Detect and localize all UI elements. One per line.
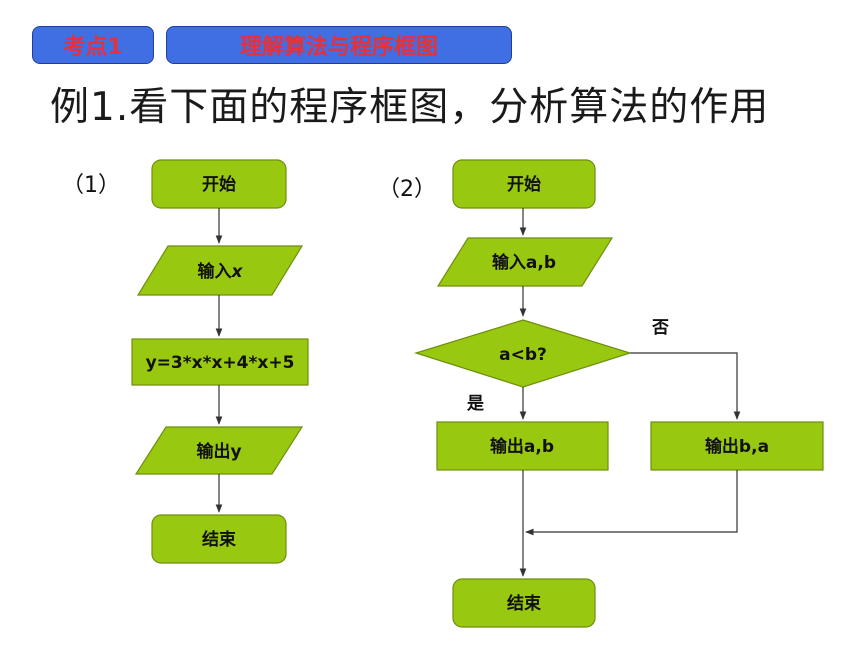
- flowchart-1-label: （1）: [62, 173, 120, 198]
- flow2-no-label: 否: [651, 318, 669, 338]
- flow2-edge-no: [630, 352, 741, 420]
- flow2-end-node: [452, 578, 596, 628]
- flow2-input-node: [436, 237, 614, 287]
- flow2-output-yes-node: [436, 421, 609, 471]
- flow1-input-prefix: 输入: [198, 261, 232, 282]
- flow1-process-node: [131, 338, 309, 386]
- flow2-yes-label: 是: [467, 394, 484, 414]
- flow2-start-node: [452, 159, 596, 209]
- flow2-end-label: 结束: [507, 593, 541, 614]
- topic-badge-title-label: 理解算法与程序框图: [239, 35, 438, 60]
- flow1-output-node: [134, 426, 304, 475]
- flow1-process-label: y=3*x*x+4*x+5: [146, 353, 295, 373]
- flow2-output-no-node: [650, 421, 824, 471]
- example-heading: 例1.看下面的程序框图，分析算法的作用: [50, 85, 770, 130]
- topic-badge-number-label: 考点1: [63, 35, 123, 60]
- flow1-input-label: 输入x: [198, 261, 244, 282]
- flow2-start-label: 开始: [507, 174, 541, 195]
- flow2-output-yes-label: 输出a,b: [490, 436, 554, 457]
- flow2-decision-label: a<b?: [499, 345, 547, 365]
- flow2-edge-no-merge: [525, 470, 738, 536]
- topic-badge-title: 理解算法与程序框图: [166, 26, 512, 64]
- flow2-input-label: 输入a,b: [492, 252, 556, 273]
- flowchart-2-label: （2）: [378, 177, 436, 202]
- flowchart-2: （2） 开始 输入a,b a<b? 否 是 输出a,b 输出b,a 结束: [378, 159, 824, 628]
- topic-badge-number: 考点1: [32, 26, 154, 64]
- flow1-input-var: x: [231, 262, 244, 282]
- flow1-output-label: 输出y: [196, 441, 241, 462]
- flowchart-1: （1） 开始 输入x y=3*x*x+4*x+5 输出y 结束: [62, 159, 309, 564]
- flow1-start-label: 开始: [202, 174, 236, 195]
- flow1-input-node: [136, 245, 304, 296]
- flow2-output-no-label: 输出b,a: [705, 436, 769, 457]
- flow1-end-node: [151, 514, 287, 564]
- flow1-end-label: 结束: [202, 529, 236, 550]
